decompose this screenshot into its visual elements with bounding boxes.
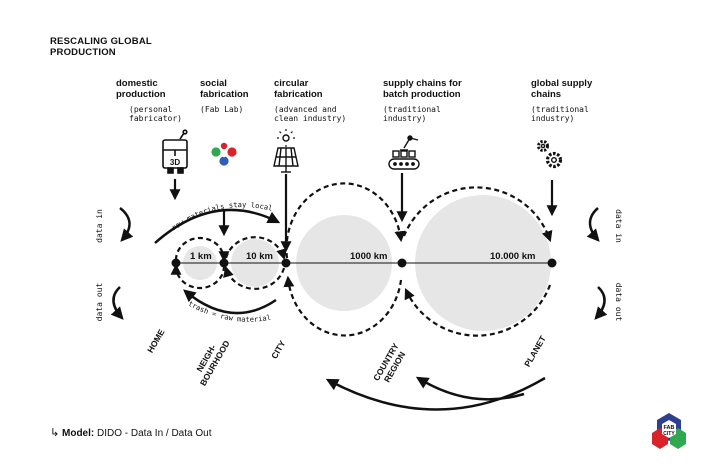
footer-model-text: DIDO - Data In / Data Out	[97, 428, 212, 439]
column-title-social: social fabrication	[200, 78, 249, 100]
node-planet	[547, 258, 557, 268]
node-city	[281, 258, 291, 268]
distance-label-1000km: 1000 km	[350, 251, 388, 262]
footer-arrow-icon: ↳	[50, 426, 60, 439]
return-arc-planet-city	[325, 376, 546, 411]
cycle-arc-neighbourhood-bottom	[223, 265, 286, 290]
column-title-supply-batch: supply chains for batch production	[383, 78, 462, 100]
raw-materials-arc	[154, 208, 281, 244]
node-home	[171, 258, 181, 268]
3d-printer-icon-label: 3D	[170, 158, 180, 167]
node-country	[397, 258, 407, 268]
column-title-global: global supply chains	[531, 78, 593, 100]
data-out-right-label: data out	[614, 283, 623, 322]
distance-label-1km: 1 km	[190, 251, 212, 262]
column-title-domestic: domestic production	[116, 78, 166, 100]
cycle-arc-city-bottom	[283, 275, 403, 337]
column-subtitle-social: (Fab Lab)	[200, 105, 244, 114]
node-neighbourhood	[219, 258, 229, 268]
data-in-left-label: data in	[95, 209, 104, 243]
cycle-arc-neighbourhood-top	[224, 236, 287, 261]
column-subtitle-circular: (advanced and clean industry)	[274, 105, 347, 123]
fab-city-logo: FAB CITY	[652, 413, 686, 449]
cycle-arc-planet-top	[402, 186, 553, 243]
cycle-arc-city-top	[285, 182, 406, 259]
data-out-left-arc	[110, 286, 124, 320]
3d-printer-icon	[162, 129, 188, 174]
cycle-arc-planet-bottom	[404, 284, 552, 337]
page-title: RESCALING GLOBAL PRODUCTION	[50, 36, 152, 58]
data-in-right-arc	[586, 207, 600, 242]
robot-arm-conveyor-icon	[388, 135, 420, 170]
distance-label-10000km: 10.000 km	[490, 251, 536, 262]
gears-icon	[537, 140, 563, 169]
fab-city-logo-line2: CITY	[663, 431, 675, 437]
column-subtitle-domestic: (personal fabricator)	[129, 105, 182, 123]
trash-arc	[183, 289, 277, 315]
cycle-arc-home-top	[174, 236, 230, 263]
data-out-left-label: data out	[95, 283, 104, 322]
column-title-circular: circular fabrication	[274, 78, 323, 100]
data-out-right-arc	[594, 286, 608, 320]
data-in-right-label: data in	[614, 209, 623, 243]
fab-lab-logo-icon	[211, 142, 237, 166]
return-arc-planet-country	[415, 376, 525, 401]
footer-model-label: Model:	[62, 428, 95, 439]
fab-city-logo-line1: FAB	[664, 425, 675, 431]
flow-label-raw-materials: raw materials stay local	[170, 200, 274, 232]
cycle-arc-home-bottom	[170, 263, 226, 290]
solar-panel-icon	[273, 129, 299, 173]
data-in-left-arc	[119, 207, 134, 242]
distance-label-10km: 10 km	[246, 251, 273, 262]
column-subtitle-global: (traditional industry)	[531, 105, 589, 123]
footer-model-line: ↳ Model: DIDO - Data In / Data Out	[50, 426, 212, 439]
column-subtitle-supply-batch: (traditional industry)	[383, 105, 441, 123]
